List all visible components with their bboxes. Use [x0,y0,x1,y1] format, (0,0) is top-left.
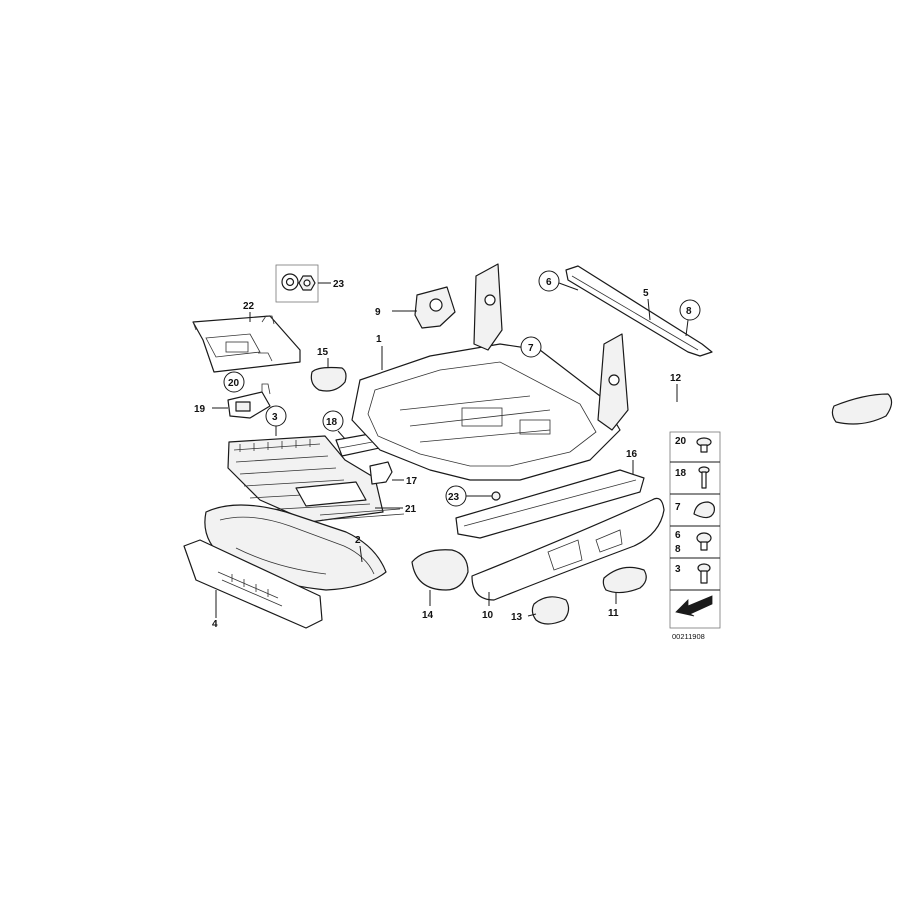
callout-14: 14 [422,610,434,621]
callout-13: 13 [511,612,523,623]
part-23-box: 23 [275,264,345,303]
callout-22: 22 [243,301,255,312]
callout-3-circled: 3 [272,412,278,423]
legend-label-3: 3 [675,564,681,575]
part-10-side-trim: 10 [471,497,665,621]
part-15-cover: 15 [310,347,347,392]
part-14-cap: 14 [411,549,469,621]
part-19-clip: 20 19 [194,371,271,419]
part-4-front-panel: 4 [183,539,323,630]
legend-label-7: 7 [675,502,681,513]
callout-11: 11 [608,608,619,619]
part-9-bracket: 9 [375,286,456,329]
callout-20-circled: 20 [228,378,240,389]
legend-label-8: 8 [675,544,681,555]
callout-6-circled: 6 [546,277,552,288]
callout-12: 12 [670,373,682,384]
callout-15: 15 [317,347,329,358]
part-11-handle: 11 [602,566,647,619]
part-3-spring-assembly: 3 21 [227,405,417,523]
part-16-side-rail: 16 [455,449,645,539]
callout-2: 2 [355,535,361,546]
callout-17: 17 [406,476,418,487]
part-1-seat-frame: 1 [351,263,629,481]
bolt-3-icon [697,563,711,584]
part-7-marker: 7 [520,336,542,358]
callout-18-circled: 18 [326,417,338,428]
callout-5: 5 [643,288,649,299]
part-12-cover: 12 [670,373,893,425]
diagram-code: 00211908 [672,632,705,641]
legend-label-20: 20 [675,436,687,447]
callout-21: 21 [405,504,417,515]
legend-label-18: 18 [675,468,687,479]
part-22-bracket-plate: 22 [192,301,301,373]
callout-1: 1 [376,334,382,345]
part-13-knob: 13 [511,596,570,625]
callout-10: 10 [482,610,494,621]
callout-16: 16 [626,449,638,460]
legend-label-6: 6 [675,530,681,541]
fastener-legend: 20 18 7 6 8 3 [669,431,721,629]
bolt-20-icon [696,437,712,453]
callout-19: 19 [194,404,206,415]
callout-9: 9 [375,307,381,318]
callout-7-circled: 7 [528,343,534,354]
callout-23: 23 [333,279,345,290]
screw-18-icon [698,466,710,489]
bolt-6-8-icon [696,532,712,551]
callout-23-circled: 23 [448,492,460,503]
part-23-marker: 23 [445,485,501,507]
callout-8-circled: 8 [686,306,692,317]
callout-4: 4 [212,619,218,630]
part-5-cross-bar: 6 5 8 [538,265,713,357]
direction-arrow-icon [675,595,713,617]
clip-7-icon [693,501,715,519]
